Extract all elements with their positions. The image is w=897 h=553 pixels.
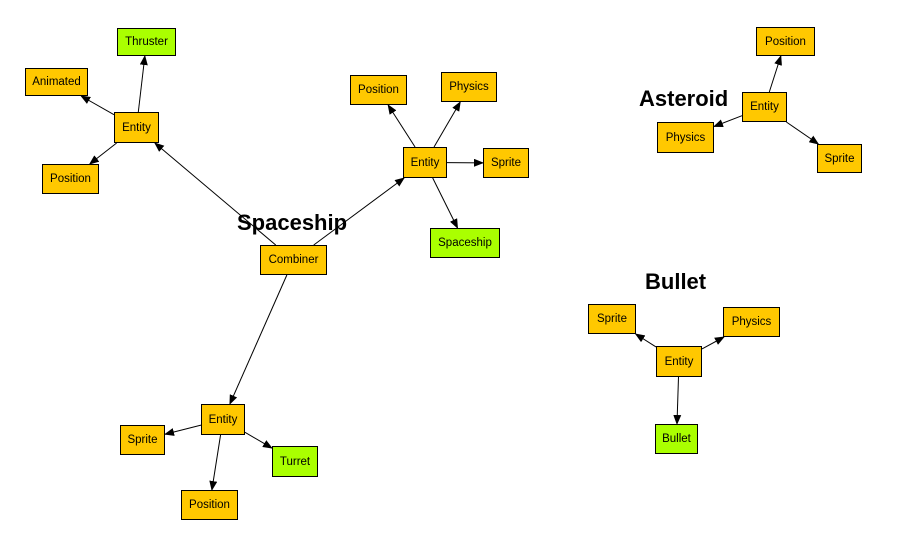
node-combiner: Combiner: [260, 245, 327, 275]
node-spaceship: Spaceship: [430, 228, 500, 258]
title-spaceship: Spaceship: [237, 210, 348, 235]
node-position2: Position: [350, 75, 407, 105]
edge-entity3-to-turret: [244, 431, 273, 449]
node-physics1: Physics: [441, 72, 497, 102]
edge-entity4-to-physics2: [713, 115, 743, 127]
edge-entity1-to-position1: [88, 142, 117, 165]
node-sprite1: Sprite: [483, 148, 529, 178]
edge-entity2-to-spaceship: [432, 177, 458, 229]
edge-entity1-to-animated: [80, 95, 115, 116]
node-bullet: Bullet: [655, 424, 698, 454]
node-animated: Animated: [25, 68, 88, 96]
node-entity1: Entity: [114, 112, 159, 143]
node-position3: Position: [181, 490, 238, 520]
edge-entity5-to-sprite4: [634, 333, 657, 348]
edge-entity4-to-sprite3: [786, 121, 820, 145]
edge-entity5-to-bullet: [673, 376, 682, 425]
node-position1: Position: [42, 164, 99, 194]
edge-entity3-to-sprite2: [164, 424, 202, 436]
edge-combiner-to-entity3: [229, 274, 288, 405]
node-entity2: Entity: [403, 147, 447, 178]
edge-entity4-to-position4: [768, 55, 782, 93]
node-entity4: Entity: [742, 92, 787, 122]
title-bullet: Bullet: [645, 269, 707, 294]
edge-entity2-to-physics1: [433, 101, 461, 148]
node-position4: Position: [756, 27, 815, 56]
node-physics3: Physics: [723, 307, 780, 337]
node-turret: Turret: [272, 446, 318, 477]
node-physics2: Physics: [657, 122, 714, 153]
edge-entity2-to-position2: [387, 104, 416, 148]
node-sprite4: Sprite: [588, 304, 636, 334]
node-entity3: Entity: [201, 404, 245, 435]
edge-combiner-to-entity2: [313, 177, 405, 246]
node-thruster: Thruster: [117, 28, 176, 56]
node-sprite2: Sprite: [120, 425, 165, 455]
edges: [80, 55, 820, 491]
node-sprite3: Sprite: [817, 144, 862, 173]
edge-entity5-to-physics3: [701, 336, 725, 350]
edge-entity3-to-position3: [209, 434, 222, 491]
title-asteroid: Asteroid: [639, 86, 729, 111]
node-entity5: Entity: [656, 346, 702, 377]
edge-entity1-to-thruster: [137, 55, 148, 113]
edge-combiner-to-entity1: [154, 142, 277, 246]
